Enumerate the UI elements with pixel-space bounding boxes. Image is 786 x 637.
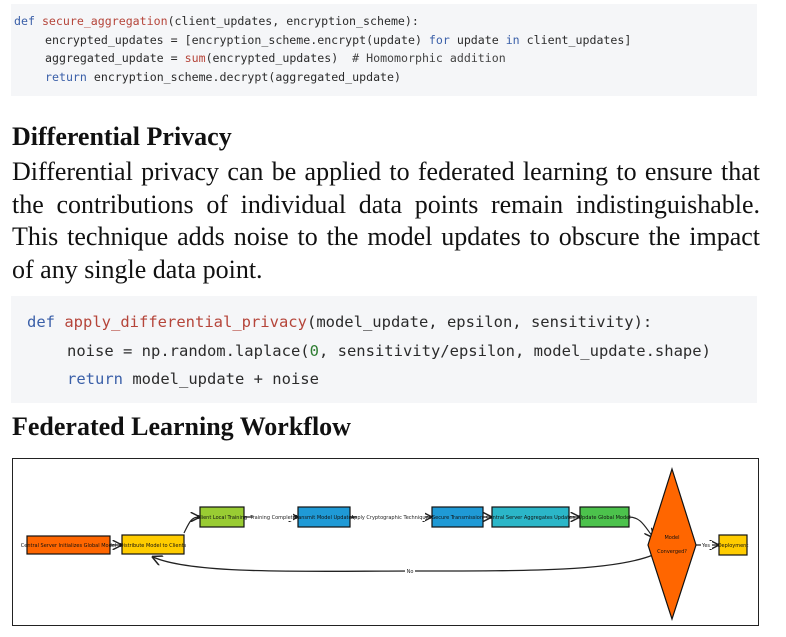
node-model-converged-decision: Model Converged? bbox=[647, 467, 697, 621]
code-line: encrypted_updates = [encryption_scheme.e… bbox=[45, 32, 632, 47]
code-line: return encryption_scheme.decrypt(aggrega… bbox=[45, 69, 401, 84]
node-secure-transmission: Secure Transmission bbox=[431, 506, 484, 528]
node-aggregates-updates: Central Server Aggregates Updates bbox=[486, 506, 575, 528]
section-paragraph-differential-privacy: Differential privacy can be applied to f… bbox=[12, 157, 760, 284]
code-line: noise = np.random.laplace(0, sensitivity… bbox=[67, 341, 711, 360]
code-line: return model_update + noise bbox=[67, 370, 319, 388]
code-line: def apply_differential_privacy(model_upd… bbox=[27, 313, 653, 331]
svg-text:Transmit Model Updates: Transmit Model Updates bbox=[293, 515, 355, 521]
svg-text:Converged?: Converged? bbox=[657, 549, 687, 555]
code-block-secure-aggregation: def secure_aggregation(client_updates, e… bbox=[11, 4, 757, 96]
node-distribute-model: Distribute Model to Clients bbox=[120, 534, 187, 555]
svg-text:Update Global Model: Update Global Model bbox=[578, 515, 630, 521]
code-line: aggregated_update = sum(encrypted_update… bbox=[45, 51, 506, 65]
edge-label-no: No bbox=[407, 569, 414, 575]
edge-label-training-complete: Training Complete bbox=[249, 515, 295, 521]
workflow-diagram-svg: Training Complete Apply Cryptographic Te… bbox=[21, 467, 749, 621]
edge-converged-distribute-loop bbox=[153, 554, 654, 573]
svg-text:Client Local Training: Client Local Training bbox=[197, 515, 247, 521]
node-transmit-model-updates: Transmit Model Updates bbox=[293, 506, 355, 528]
svg-text:Secure Transmission: Secure Transmission bbox=[432, 515, 483, 521]
edge-label-apply-crypto: Apply Cryptographic Techniques bbox=[351, 515, 432, 521]
workflow-diagram: Training Complete Apply Cryptographic Te… bbox=[12, 458, 759, 626]
edge-distribute-local bbox=[183, 517, 199, 534]
node-update-global-model: Update Global Model bbox=[578, 506, 631, 528]
edge-update-converged bbox=[628, 516, 653, 537]
node-deployment: Deployment bbox=[718, 534, 749, 556]
section-heading-federated-workflow: Federated Learning Workflow bbox=[12, 412, 351, 441]
svg-text:Distribute Model to Clients: Distribute Model to Clients bbox=[120, 543, 187, 549]
section-heading-differential-privacy: Differential Privacy bbox=[12, 122, 232, 151]
node-central-server-initializes: Central Server Initializes Global Model bbox=[21, 535, 116, 555]
code-block-differential-privacy: def apply_differential_privacy(model_upd… bbox=[11, 296, 757, 403]
svg-text:Central Server Initializes Glo: Central Server Initializes Global Model bbox=[21, 543, 116, 549]
svg-text:Deployment: Deployment bbox=[718, 543, 749, 549]
svg-text:Central Server Aggregates Upda: Central Server Aggregates Updates bbox=[486, 515, 575, 521]
svg-text:Model: Model bbox=[664, 535, 679, 541]
edge-label-yes: Yes bbox=[701, 543, 710, 549]
code-line: def secure_aggregation(client_updates, e… bbox=[14, 14, 419, 28]
node-client-local-training: Client Local Training bbox=[197, 506, 247, 528]
